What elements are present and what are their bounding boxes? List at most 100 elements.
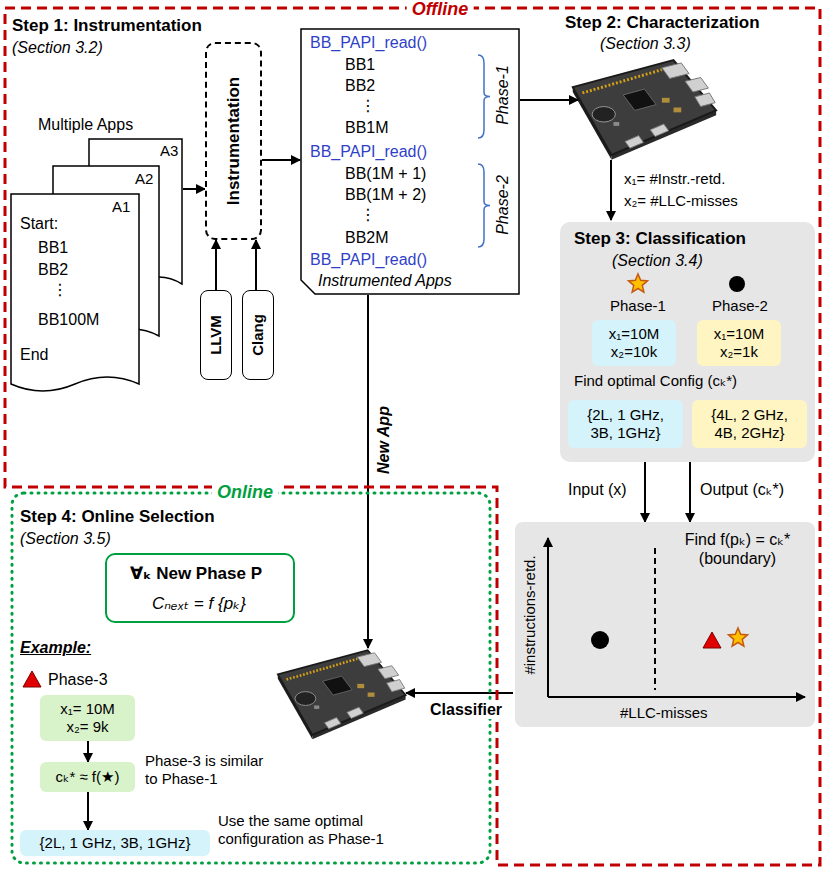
node-text: ∀ₖ New Phase P bbox=[130, 564, 262, 584]
annotation-label: Classifier bbox=[425, 700, 507, 719]
annotation-label: Step 4: Online Selection bbox=[20, 507, 215, 527]
node-text: ⋮ bbox=[360, 205, 376, 224]
app-document: A1Start: BB1BB2⋮ BB100M End bbox=[10, 193, 140, 398]
node-text: BB2 bbox=[345, 76, 375, 95]
node-text: End bbox=[20, 345, 48, 364]
connector-arrow bbox=[255, 240, 257, 290]
instrumented-document: BB_PAPI_read()BB1BB2⋮BB1MPhase-1BB_PAPI_… bbox=[300, 28, 520, 295]
connector-arrow bbox=[87, 741, 89, 762]
document-outline bbox=[11, 194, 139, 391]
flow-arrow bbox=[610, 160, 612, 220]
board-illustration bbox=[573, 60, 716, 160]
node-text: Instrumentation bbox=[223, 77, 243, 205]
node-text: #LLC-misses bbox=[620, 704, 708, 722]
connector-arrow bbox=[87, 792, 89, 830]
classifier-plot: #instructions-retd. Find f(pₖ) = cₖ* (bou… bbox=[515, 522, 815, 727]
node-text: x₁=10M x₂=10k bbox=[598, 325, 670, 361]
annotation-label: Phase-3 bbox=[48, 670, 108, 689]
star-marker bbox=[728, 628, 747, 646]
node-text: BB1 bbox=[345, 55, 375, 74]
connector-arrow bbox=[262, 159, 300, 161]
annotation-label: Step 1: Instrumentation bbox=[12, 16, 202, 36]
node-text: BB(1M + 2) bbox=[345, 185, 426, 204]
compiler-box: Clang bbox=[242, 290, 274, 380]
node-text: BB1M bbox=[345, 118, 389, 137]
edge-label: Output (cₖ*) bbox=[700, 480, 784, 499]
annotation-label: (Section 3.5) bbox=[20, 529, 111, 548]
dot-marker bbox=[591, 631, 609, 649]
annotation-label: x₂= #LLC-misses bbox=[624, 192, 738, 210]
plot-axis bbox=[547, 538, 549, 697]
node-text: Phase-1 bbox=[610, 297, 666, 315]
node-text: (Section 3.4) bbox=[612, 251, 703, 270]
node-text: BB2 bbox=[38, 260, 68, 279]
node-text: {2L, 1 GHz, 3B, 1GHz} bbox=[40, 834, 191, 852]
plot-axis bbox=[548, 696, 805, 698]
metric-box: x₁=10M x₂=10k bbox=[592, 320, 676, 366]
annotation-label: x₁= #Instr.-retd. bbox=[624, 170, 725, 188]
node-text: Online bbox=[212, 482, 278, 504]
node-text: A1 bbox=[112, 198, 130, 216]
node-text: BB(1M + 1) bbox=[345, 164, 426, 183]
node-text: ⋮ bbox=[360, 96, 376, 115]
node-text: Clang bbox=[249, 314, 267, 356]
node-text: BB_PAPI_read() bbox=[310, 33, 427, 52]
node-decoration bbox=[628, 274, 745, 292]
node-text: Find f(pₖ) = cₖ* (boundary) bbox=[670, 530, 805, 568]
node-text: A2 bbox=[135, 170, 153, 188]
node-text: x₁= 10M x₂= 9k bbox=[52, 700, 124, 736]
node-text: Offline bbox=[407, 0, 474, 21]
node-decoration bbox=[478, 55, 490, 247]
node-text: Phase-1 bbox=[493, 65, 512, 125]
star-marker bbox=[628, 274, 647, 292]
connector-arrow bbox=[689, 462, 691, 522]
tool-box: Instrumentation bbox=[205, 42, 262, 240]
node-text: BB_PAPI_read() bbox=[310, 250, 427, 269]
config-box: {2L, 1 GHz, 3B, 1GHz} bbox=[568, 400, 683, 448]
node-decoration bbox=[23, 671, 41, 687]
metric-box: x₁=10M x₂=1k bbox=[697, 320, 781, 366]
annotation-label: Step 2: Characterization bbox=[565, 13, 760, 33]
node-text: Step 3: Classification bbox=[574, 229, 746, 249]
node-text: {4L, 2 GHz, 4B, 2GHz} bbox=[702, 406, 797, 442]
node-text: BB_PAPI_read() bbox=[310, 142, 427, 161]
flow-arrow bbox=[520, 99, 578, 101]
phase-brace bbox=[478, 55, 490, 138]
node-text: Instrumented Apps bbox=[318, 271, 452, 290]
node-text: x₁=10M x₂=1k bbox=[703, 325, 775, 361]
connector-arrow bbox=[183, 188, 205, 190]
board-illustration bbox=[278, 650, 406, 739]
node-text: Phase-2 bbox=[493, 175, 512, 235]
annotation-label: New App bbox=[374, 406, 393, 474]
phase-brace bbox=[478, 164, 490, 247]
node-text: Find optimal Config (cₖ*) bbox=[574, 372, 737, 390]
config-box: {4L, 2 GHz, 4B, 2GHz} bbox=[692, 400, 807, 448]
node-text: A3 bbox=[160, 142, 178, 160]
dot-marker bbox=[729, 276, 745, 292]
classification-panel: Step 3: Classification (Section 3.4) Phase… bbox=[560, 222, 815, 462]
node-text: BB100M bbox=[38, 310, 99, 329]
annotation-label: (Section 3.3) bbox=[600, 34, 691, 53]
region-outline bbox=[12, 493, 490, 863]
compiler-box: LLVM bbox=[200, 290, 232, 380]
annotation-label: Phase-3 is similar to Phase-1 bbox=[145, 752, 275, 788]
annotation-label: Example: bbox=[20, 638, 91, 657]
metric-box: x₁= 10M x₂= 9k bbox=[40, 695, 135, 741]
document-outline bbox=[301, 29, 519, 294]
edge-label: Input (x) bbox=[568, 480, 627, 499]
node-text: BB2M bbox=[345, 228, 389, 247]
connector-arrow bbox=[644, 462, 646, 522]
node-text: #instructions-retd. bbox=[521, 555, 539, 674]
node-text: Start: bbox=[20, 214, 58, 233]
config-box: {2L, 1 GHz, 3B, 1GHz} bbox=[20, 830, 210, 856]
selection-box: ∀ₖ New Phase P Cₙₑₓₜ = f {pₖ} bbox=[105, 553, 295, 623]
node-text: BB1 bbox=[38, 238, 68, 257]
annotation-label: (Section 3.2) bbox=[12, 38, 103, 57]
region-outline bbox=[5, 8, 820, 865]
node-text: ⋮ bbox=[52, 280, 68, 299]
node-text: {2L, 1 GHz, 3B, 1GHz} bbox=[578, 406, 673, 442]
decision-boundary bbox=[654, 548, 656, 690]
node-text: Cₙₑₓₜ = f {pₖ} bbox=[152, 594, 246, 614]
node-text: cₖ* ≈ f(★) bbox=[56, 768, 120, 786]
